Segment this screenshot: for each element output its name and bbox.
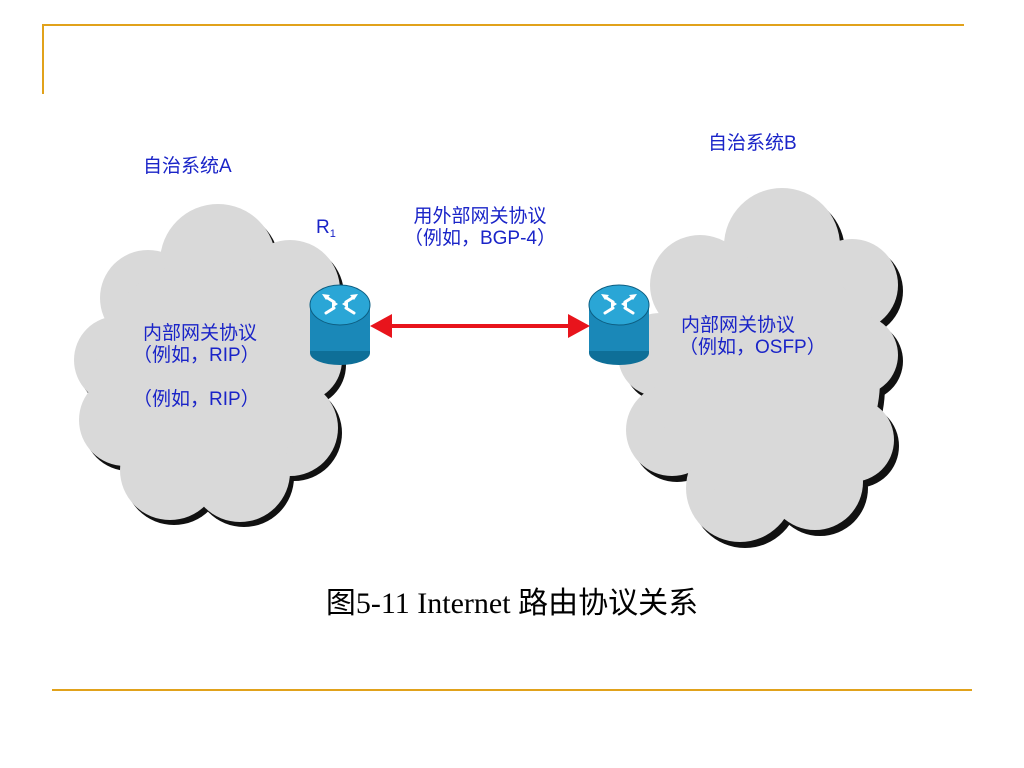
- router-r1-label-sub: 1: [329, 228, 336, 240]
- router-r1-label: R1: [316, 217, 336, 245]
- bottom-accent-line: [52, 689, 972, 691]
- as-a-protocol: 内部网关协议 （例如，RIP） （例如，RIP）: [133, 323, 260, 411]
- router-r1-label-main: R: [316, 217, 330, 238]
- as-b-protocol: 内部网关协议 （例如，OSFP）: [679, 315, 826, 359]
- as-a-title: 自治系统A: [143, 156, 232, 177]
- link-label: 用外部网关协议 （例如，BGP-4）: [380, 206, 580, 250]
- top-accent-line: [42, 24, 964, 26]
- cloud-as-a: [74, 204, 346, 527]
- bgp-link-arrow: [370, 314, 590, 338]
- cloud-as-b: [618, 188, 903, 548]
- link-label-line1: 用外部网关协议: [413, 206, 547, 227]
- figure-caption: 图5-11 Internet 路由协议关系: [325, 587, 699, 620]
- left-accent-line: [42, 24, 44, 94]
- as-b-protocol-line2: （例如，OSFP）: [679, 337, 826, 358]
- as-a-protocol-line1: 内部网关协议: [143, 323, 258, 344]
- router-r1-icon: [309, 284, 371, 365]
- link-label-line2: （例如，BGP-4）: [403, 228, 557, 249]
- as-a-protocol-line2: （例如，RIP）: [133, 345, 260, 366]
- as-b-title: 自治系统B: [708, 133, 797, 154]
- as-a-protocol-line3: （例如，RIP）: [133, 389, 260, 410]
- as-b-protocol-line1: 内部网关协议: [681, 315, 796, 336]
- router-as-b-icon: [588, 284, 650, 365]
